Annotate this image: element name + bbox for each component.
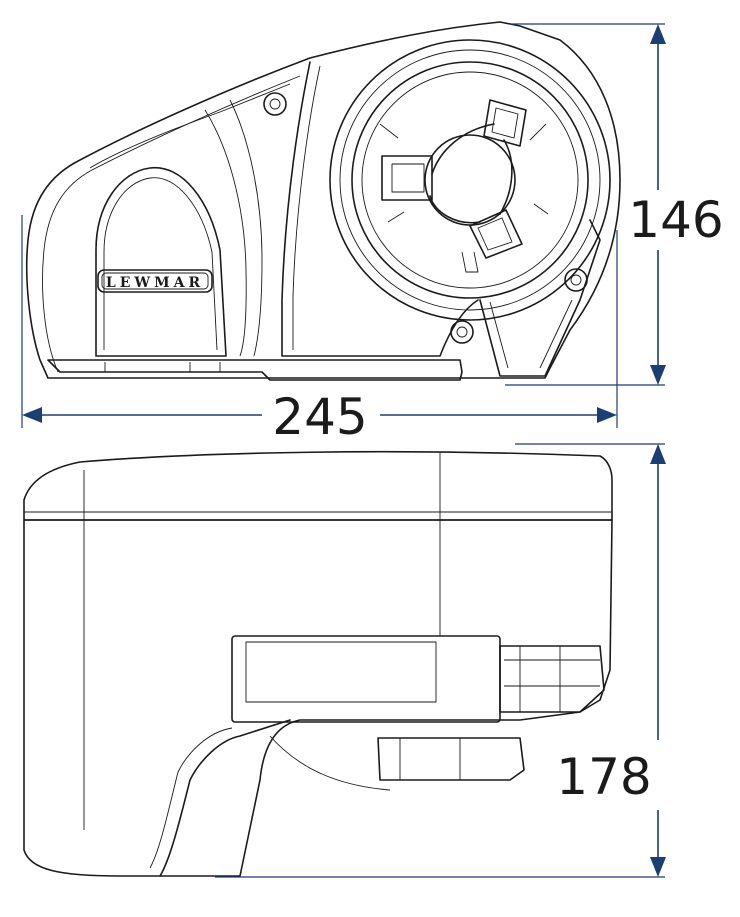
brand-label: LEWMAR — [106, 275, 204, 291]
dim-height-bottom-label: 178 — [556, 748, 651, 806]
gearbox-inner — [245, 641, 437, 703]
base-flange — [159, 719, 291, 877]
base-slots — [104, 362, 221, 372]
gear-cover-inner — [292, 65, 321, 350]
bolt-lower-left — [450, 320, 474, 344]
housing-crease-3 — [204, 109, 247, 357]
base-foot — [47, 359, 463, 381]
brand-badge-inner — [101, 272, 209, 290]
motor-body — [23, 519, 613, 877]
gypsy-hub-web — [429, 123, 513, 224]
gypsy-front — [499, 645, 605, 713]
drive-arc — [269, 735, 391, 791]
chain-stripper-inner — [489, 299, 573, 369]
gypsy-outer-ring — [329, 39, 611, 321]
gypsy-ring-2 — [339, 49, 601, 311]
dim-width-label: 245 — [272, 388, 367, 446]
chain-stripper — [479, 219, 601, 377]
dimension-width: 245 — [21, 215, 618, 446]
deck-plate — [23, 450, 613, 521]
brand-badge — [97, 269, 213, 293]
dim-top-arrow-up — [650, 24, 666, 44]
housing-crease-2 — [229, 99, 263, 357]
windlass-side-view: LEWMAR — [25, 21, 621, 381]
gear-cover — [281, 61, 479, 357]
bolt-top — [263, 92, 287, 116]
gypsy-hub — [424, 134, 516, 226]
housing-inner-rim — [42, 75, 301, 373]
dim-width-arrow-right — [597, 407, 617, 423]
dim-bottom-arrow-up — [650, 444, 666, 464]
gypsy-pocket-bottom — [469, 209, 523, 259]
dim-width-arrow-left — [22, 407, 42, 423]
gypsy-ring-4 — [361, 71, 579, 289]
dim-top-arrow-down — [650, 365, 666, 385]
dim-height-top-label: 146 — [628, 191, 723, 249]
gypsy-ring-3 — [351, 61, 589, 299]
gypsy-whelps — [379, 123, 549, 273]
gypsy-front-detail — [504, 646, 600, 712]
windlass-front-view — [23, 450, 613, 877]
dim-bottom-arrow-down — [650, 857, 666, 877]
base-flange-inner — [149, 727, 233, 869]
housing-outline — [25, 21, 621, 379]
front-panel-inner — [103, 177, 218, 351]
dimension-height-bottom: 178 — [215, 443, 666, 878]
housing-crease-1 — [89, 83, 291, 169]
gearbox — [231, 635, 501, 723]
front-panel — [95, 167, 227, 357]
chain-guard-detail — [399, 738, 461, 780]
chain-guard — [377, 737, 525, 781]
dimension-height-top: 146 — [505, 23, 724, 386]
